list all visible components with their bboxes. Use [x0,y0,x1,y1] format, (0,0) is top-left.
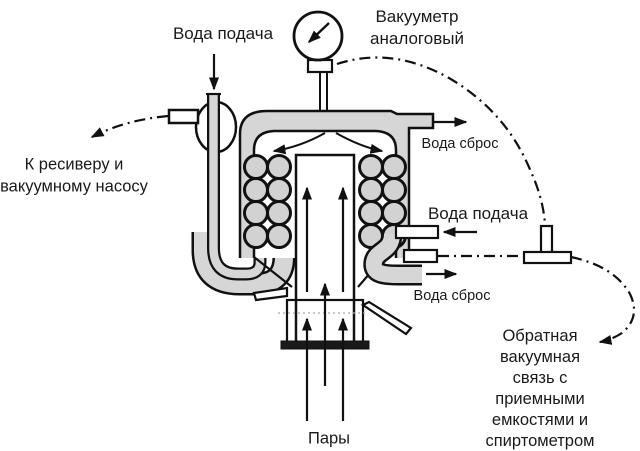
vacuum-gauge [292,10,344,74]
vacuum-line-gauge-arc [336,56,547,225]
water-inlet-stub-right [394,224,440,240]
label-vapors: Пары [307,429,351,448]
bottom-left-bend [191,232,296,296]
water-supply-pipe-left [206,92,267,281]
receiver-stub [167,108,200,125]
left-angled-stub [252,286,289,302]
vacuum-line-to-receiver [90,114,169,138]
label-water-discharge-top: Вода сброс [421,136,499,152]
bottom-right-bend [363,232,422,286]
label-water-supply-top: Вода подача [172,24,274,43]
gauge-stem [319,71,328,117]
vacuum-stub-right [402,248,439,264]
label-to-receiver: К ресиверу и вакуумному насосу [0,155,148,196]
label-vacuum-feedback: Обратная вакуумная связь с приемными емк… [485,327,595,450]
tee-fitting [522,224,573,265]
right-angled-pipe [360,300,413,336]
label-water-discharge-bottom: Вода сброс [413,288,491,304]
gauge-needle-icon [307,22,330,44]
vapor-flow-arrows [272,132,384,421]
label-water-supply-right: Вода подача [427,204,529,223]
label-vacuum-gauge: Вакууметр аналоговый [370,7,464,48]
